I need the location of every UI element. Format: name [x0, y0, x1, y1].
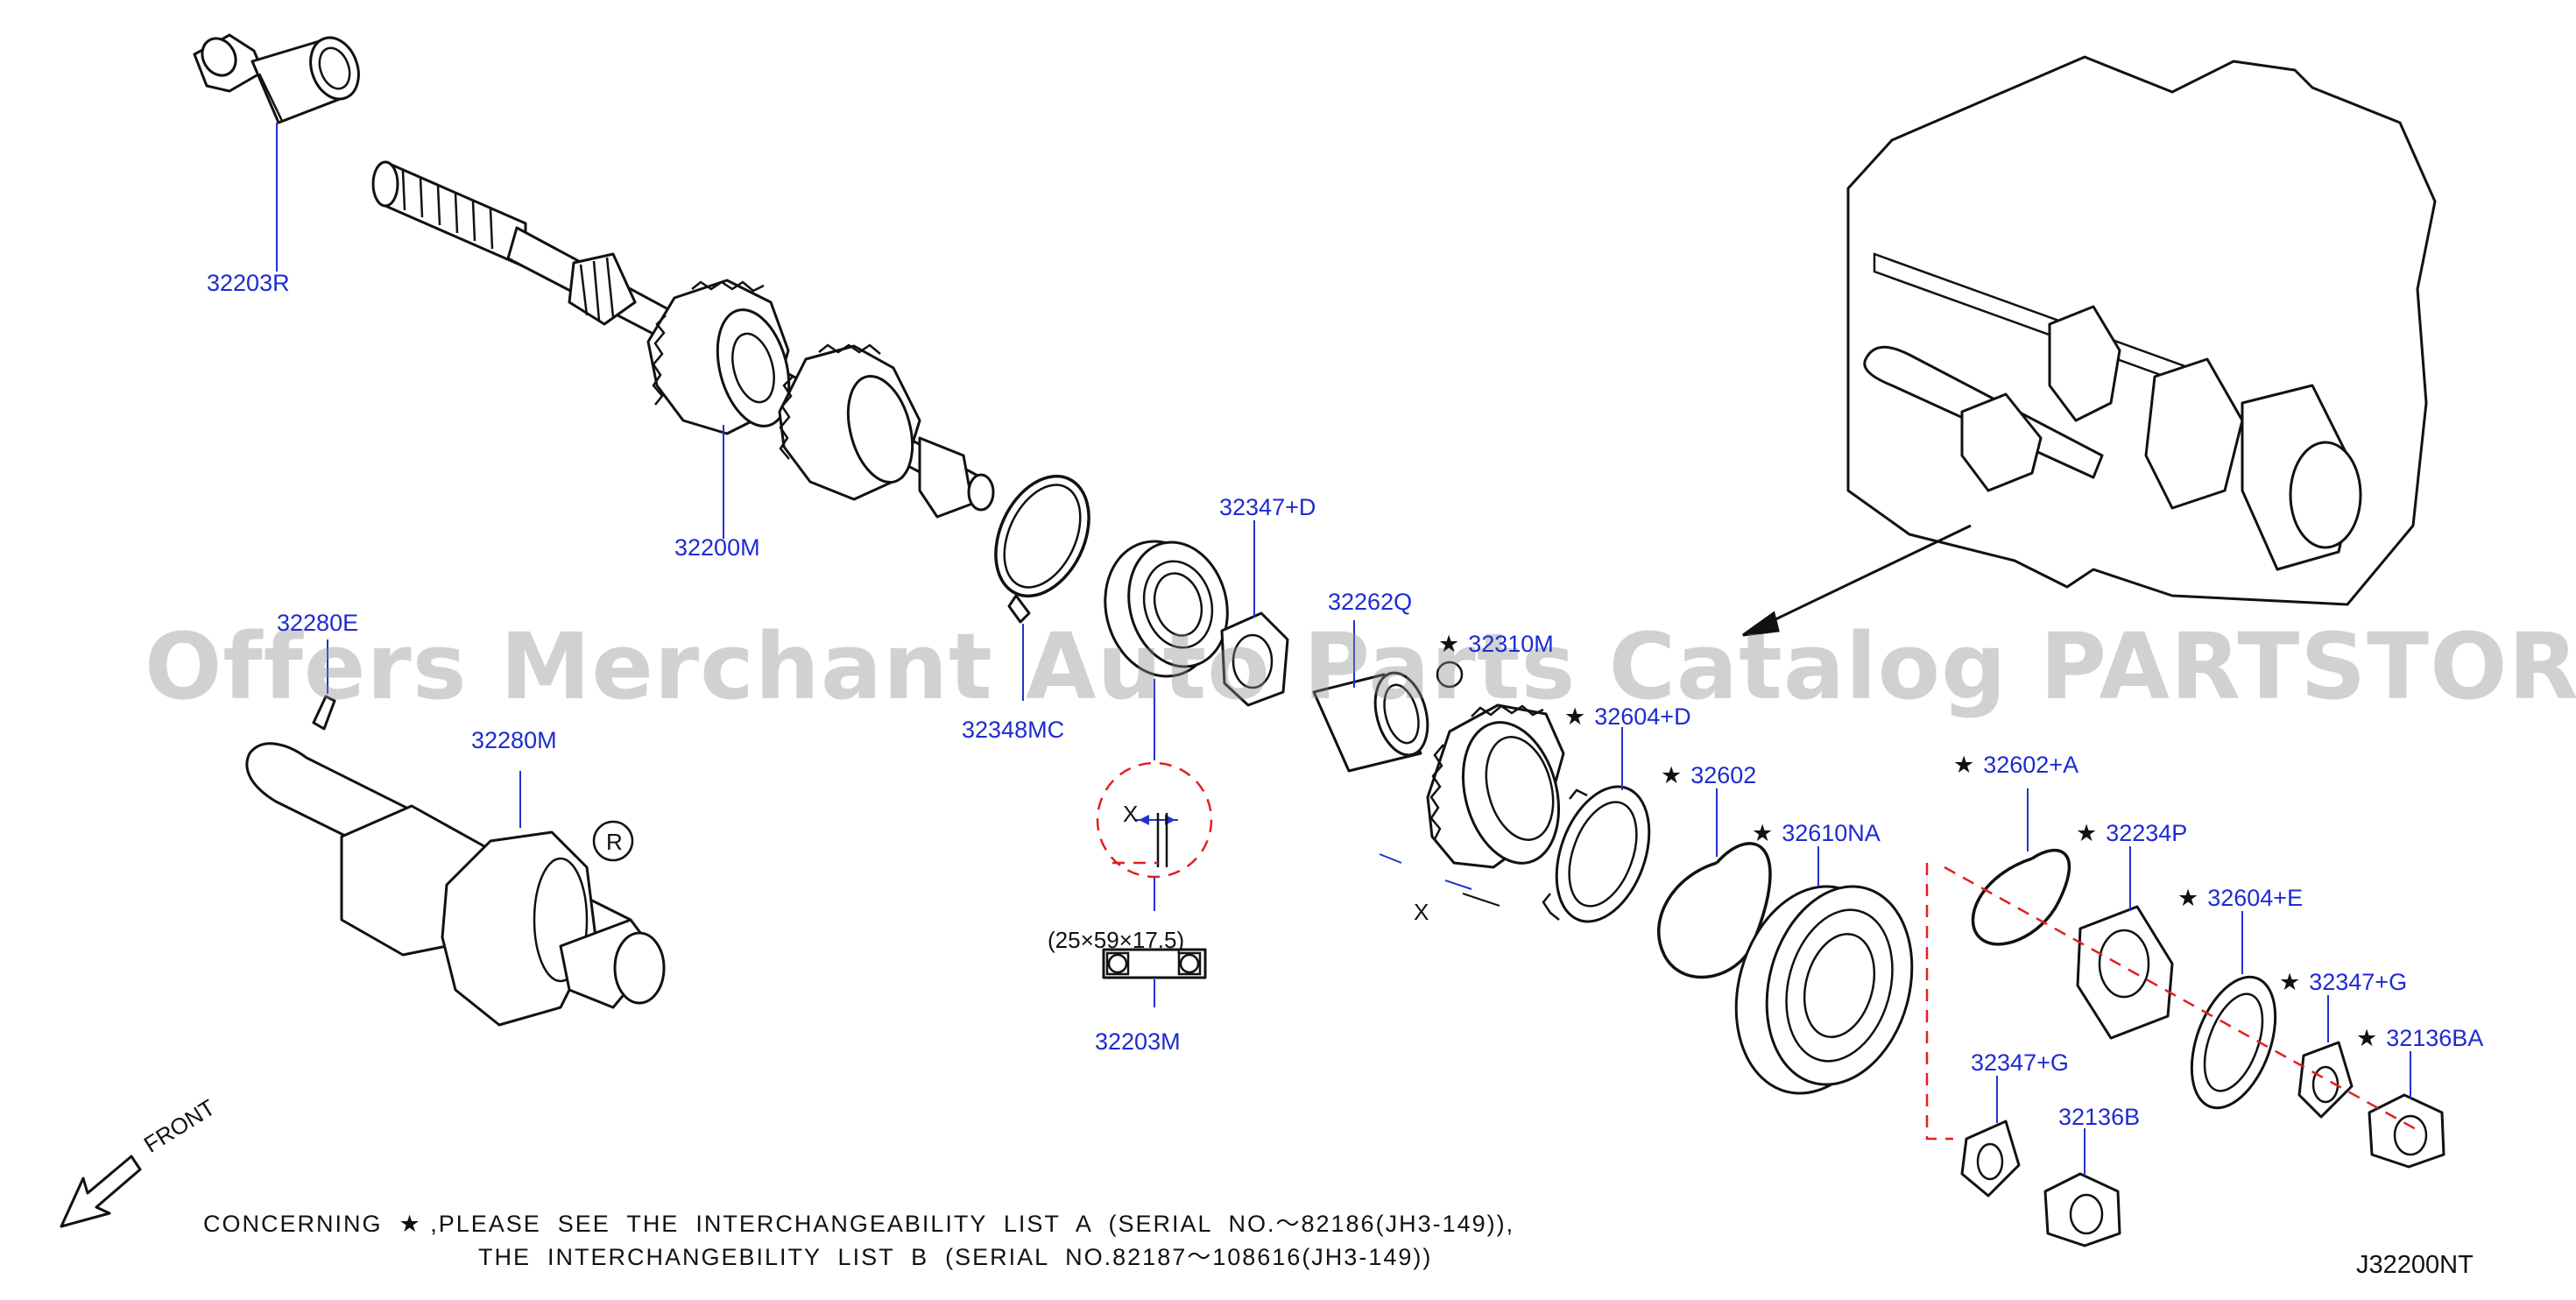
- label-32203R[interactable]: 32203R: [207, 270, 290, 296]
- label-32602-text: 32602: [1690, 762, 1757, 788]
- label-32604E[interactable]: ★ 32604+E: [2177, 887, 2303, 910]
- dimension-x-detail: X: [1123, 801, 1139, 827]
- label-32203M[interactable]: 32203M: [1095, 1028, 1181, 1055]
- bearing-detail-circle: [1096, 761, 1213, 879]
- label-32310M-text: 32310M: [1468, 631, 1554, 657]
- part-32347G-right-washer[interactable]: [2297, 1041, 2354, 1119]
- part-32310M-gear[interactable]: [1426, 661, 1573, 874]
- label-32200M[interactable]: 32200M: [674, 534, 760, 561]
- label-32602A[interactable]: ★ 32602+A: [1953, 753, 2078, 777]
- star-icon: ★: [1564, 703, 1586, 730]
- label-32280M[interactable]: 32280M: [471, 727, 557, 753]
- label-32604D-text: 32604+D: [1594, 703, 1691, 730]
- part-32347D-washer[interactable]: [1220, 611, 1289, 707]
- star-icon: ★: [2356, 1025, 2378, 1051]
- part-32203M-bearing[interactable]: [1090, 529, 1241, 689]
- label-32347D[interactable]: 32347+D: [1219, 494, 1316, 520]
- part-32203R-bearing[interactable]: [193, 31, 367, 124]
- star-icon: ★: [2177, 885, 2199, 911]
- label-32604D[interactable]: ★ 32604+D: [1564, 705, 1691, 729]
- note-line-2: THE INTERCHANGEBILITY LIST B (SERIAL NO.…: [478, 1244, 1433, 1270]
- label-32602A-text: 32602+A: [1983, 752, 2079, 778]
- label-32234P[interactable]: ★ 32234P: [2076, 822, 2187, 845]
- star-icon: ★: [2279, 969, 2301, 995]
- bearing-section-icon: [1102, 948, 1207, 979]
- label-32310M[interactable]: ★ 32310M: [1438, 632, 1554, 656]
- star-icon: ★: [1752, 820, 1774, 846]
- note-line-1: CONCERNING ★ ,PLEASE SEE THE INTERCHANGE…: [203, 1211, 1515, 1237]
- part-32602A-spring[interactable]: [1971, 848, 2071, 946]
- diagram-code: J32200NT: [2356, 1251, 2474, 1279]
- part-32234P-hub[interactable]: [2076, 905, 2174, 1040]
- r-mark-circle: [592, 820, 634, 862]
- label-32136BA-text: 32136BA: [2386, 1025, 2484, 1051]
- part-32604D-synchro-ring[interactable]: [1540, 774, 1667, 934]
- front-arrow-icon: [60, 1155, 142, 1228]
- label-32604E-text: 32604+E: [2207, 885, 2304, 911]
- label-32234P-text: 32234P: [2106, 820, 2188, 846]
- label-32602[interactable]: ★ 32602: [1661, 764, 1756, 788]
- dimension-x-gear: X: [1414, 899, 1429, 925]
- star-icon: ★: [1953, 752, 1975, 778]
- label-32348MC[interactable]: 32348MC: [962, 717, 1065, 743]
- part-32347G-left-washer[interactable]: [1960, 1120, 2021, 1198]
- part-32280E-pin[interactable]: [312, 695, 336, 731]
- inset-transmission-view: [1742, 55, 2437, 637]
- star-icon: ★: [1661, 762, 1683, 788]
- part-32602-spring[interactable]: [1657, 842, 1772, 979]
- star-icon: ★: [2076, 820, 2098, 846]
- part-32348MC-snap-ring[interactable]: [977, 461, 1107, 624]
- part-32136B-nut[interactable]: [2043, 1172, 2121, 1247]
- part-32610NA-coupling-sleeve[interactable]: [1714, 869, 1933, 1111]
- label-32136B[interactable]: 32136B: [2058, 1104, 2141, 1130]
- bearing-size-text: (25×59×17.5): [1048, 927, 1185, 953]
- label-32280E[interactable]: 32280E: [277, 610, 359, 636]
- part-32280M-countershaft[interactable]: [245, 742, 666, 1027]
- label-32347G-right-text: 32347+G: [2309, 969, 2408, 995]
- part-32262Q-bushing[interactable]: [1312, 667, 1436, 773]
- label-32347G-left[interactable]: 32347+G: [1971, 1049, 2069, 1076]
- label-32610NA-text: 32610NA: [1782, 820, 1881, 846]
- label-32136BA[interactable]: ★ 32136BA: [2356, 1027, 2483, 1050]
- part-32200M-main-shaft[interactable]: [371, 160, 995, 519]
- watermark: Offers Merchant Auto Parts Catalog PARTS…: [145, 613, 2576, 720]
- r-mark: R: [606, 829, 623, 855]
- label-32262Q[interactable]: 32262Q: [1328, 589, 1413, 615]
- star-icon: ★: [1438, 631, 1460, 657]
- label-32347G-right[interactable]: ★ 32347+G: [2279, 971, 2407, 994]
- part-32604E-synchro-ring[interactable]: [2176, 965, 2291, 1119]
- label-32610NA[interactable]: ★ 32610NA: [1752, 822, 1881, 845]
- part-32136BA-nut[interactable]: [2368, 1093, 2445, 1169]
